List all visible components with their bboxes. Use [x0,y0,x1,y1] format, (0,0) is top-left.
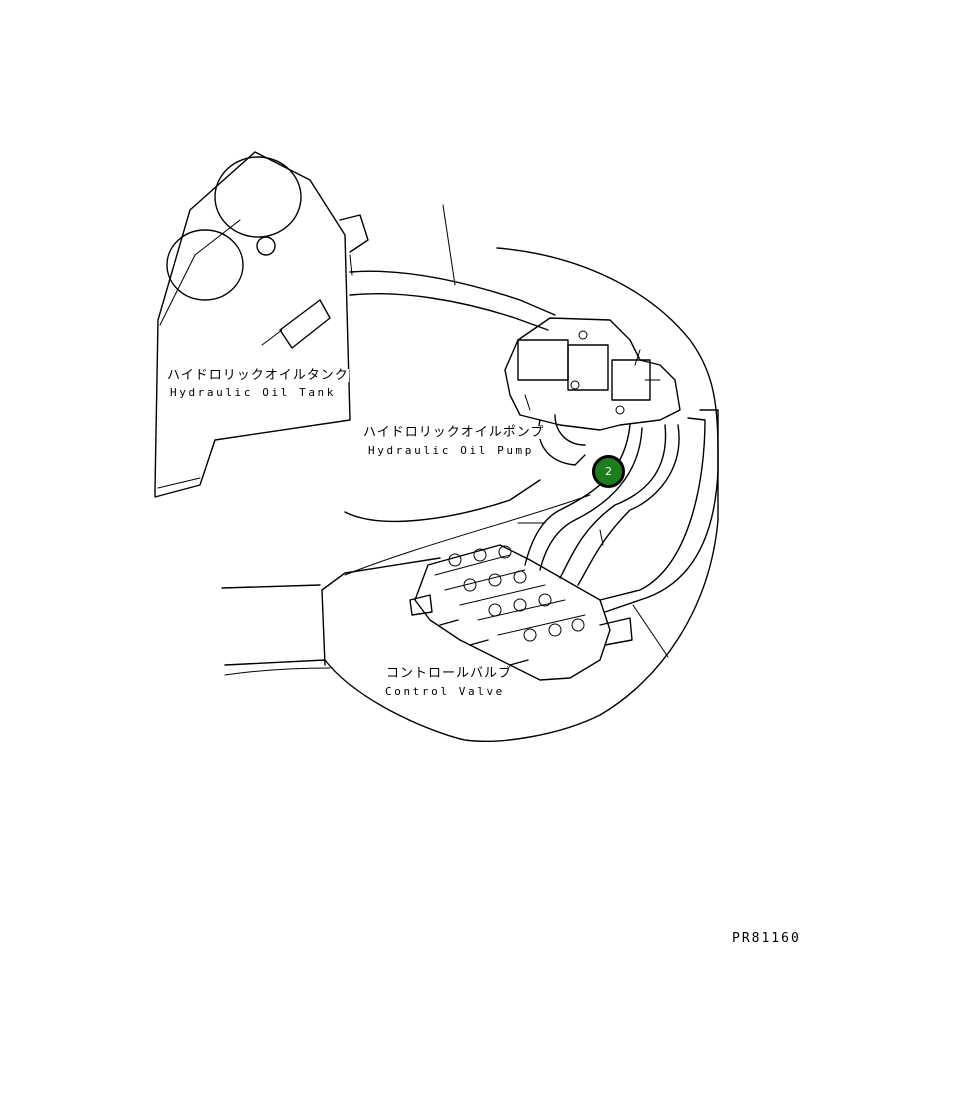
tank-label-jp: ハイドロリックオイルタンク [167,368,349,383]
drawing-code: PR81160 [732,931,801,946]
control-valve-drawing [409,544,633,681]
hydraulic-oil-tank-drawing [154,151,369,498]
suction-hose-drawing [349,204,556,331]
hydraulic-oil-pump-drawing [504,317,681,466]
callout-number: 2 [605,465,612,478]
valve-label-jp: コントロールバルブ [386,666,513,681]
valve-label-en: Control Valve [385,685,505,698]
callout-badge[interactable]: 2 [592,455,625,488]
pump-label-jp: ハイドロリックオイルポンプ [363,425,545,440]
tank-label-en: Hydraulic Oil Tank [170,386,337,399]
pressure-lines-drawing [524,409,719,613]
pump-label-en: Hydraulic Oil Pump [368,444,535,457]
